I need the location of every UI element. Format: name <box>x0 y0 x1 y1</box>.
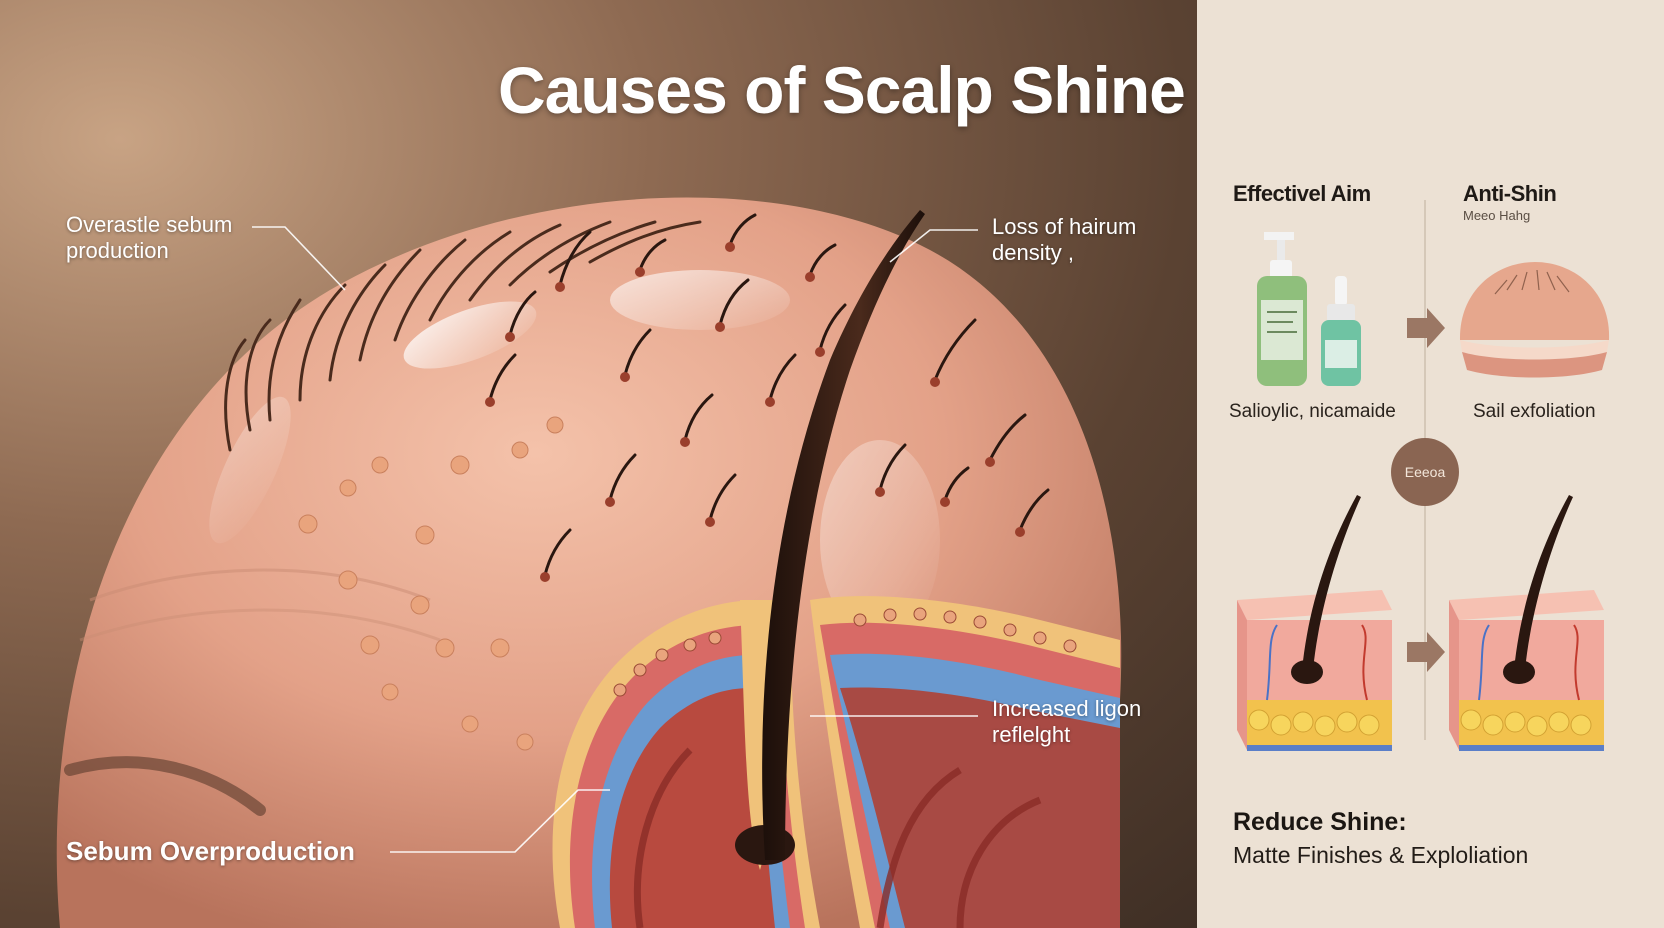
page-title: Causes of Scalp Shine <box>498 53 1186 127</box>
arrow-right-icon <box>1407 632 1445 672</box>
dropper-bottle-icon <box>1321 276 1361 386</box>
reduce-shine-title: Reduce Shine: <box>1233 808 1407 836</box>
follicle-pores <box>485 242 1025 582</box>
matte-scalp-icon <box>1459 262 1610 378</box>
step-badge: Eeeoa <box>1391 438 1459 506</box>
arrow-right-icon <box>1407 308 1445 348</box>
skin-cross-section-icon <box>1237 495 1392 751</box>
central-hair-strand <box>762 210 925 860</box>
skin-cross-section-icon <box>1449 495 1604 751</box>
sebum-droplets <box>298 416 564 751</box>
column-heading-effective-aim: Effectivel Aim <box>1233 181 1371 206</box>
callout-sebum-production: Overastle sebum production <box>66 212 233 263</box>
callout-sebum-overproduction: Sebum Overproduction <box>66 836 355 866</box>
callout-light-reflection: Increased ligon reflelght <box>992 696 1142 747</box>
follicle-hairs <box>488 213 1050 577</box>
reduce-shine-subtitle: Matte Finishes & Exploliation <box>1233 842 1529 868</box>
callout-leader-lines <box>252 226 978 853</box>
column-subheading: Meeo Hahg <box>1463 208 1531 223</box>
column-heading-anti-shine: Anti-Shin <box>1463 181 1557 206</box>
pump-bottle-icon <box>1257 232 1307 386</box>
hairline-strands <box>224 220 702 452</box>
shine-highlight <box>403 301 537 369</box>
caption-exfoliation: Sail exfoliation <box>1473 401 1596 422</box>
callout-hair-density: Loss of hairum density , <box>992 214 1137 265</box>
caption-ingredients: Salioylic, nicamaide <box>1229 401 1396 422</box>
scalp-illustration-panel: Causes of Scalp Shine Overastle sebum pr… <box>0 0 1197 928</box>
scalp-illustration <box>56 197 1122 928</box>
skin-cross-section <box>552 596 1120 928</box>
solutions-graphics <box>1237 200 1610 751</box>
eyebrow <box>64 756 266 816</box>
